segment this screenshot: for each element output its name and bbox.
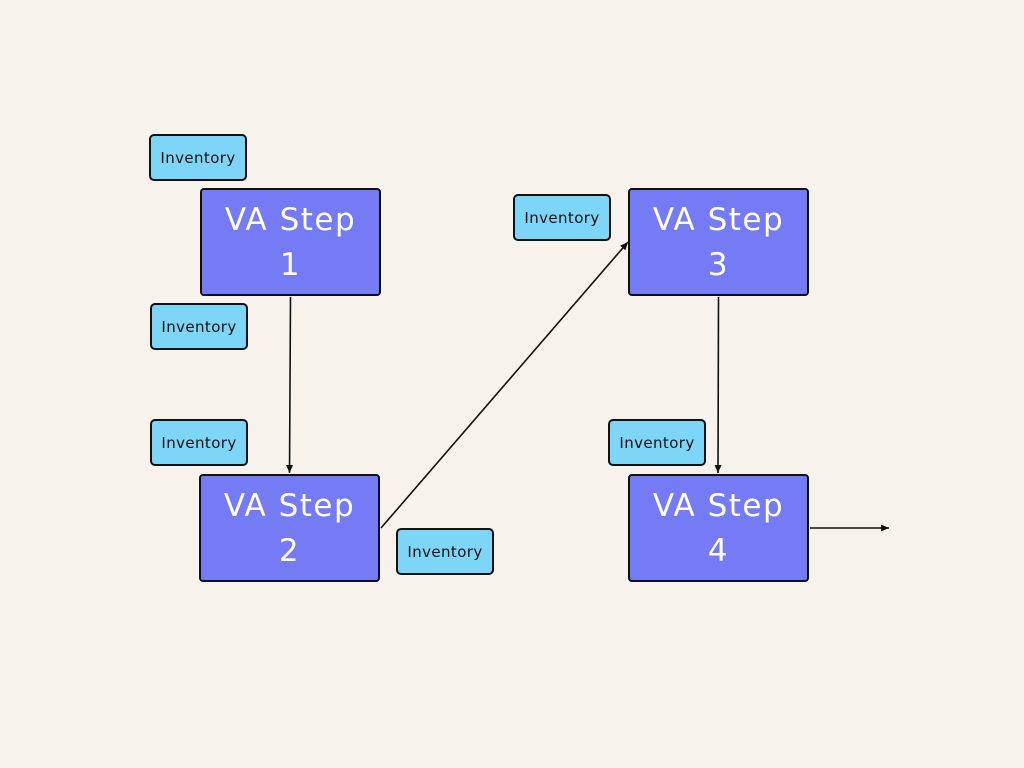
va-step-1-number: 1 — [279, 247, 302, 283]
va-step-1-title: VA Step — [224, 202, 357, 238]
va-step-4-number: 4 — [707, 533, 730, 569]
va-step-2: VA Step 2 — [199, 474, 380, 582]
va-step-3-title: VA Step — [652, 202, 785, 238]
inventory-before-step-3: Inventory — [513, 194, 611, 241]
arrow-step3-to-step4 — [714, 296, 722, 474]
inventory-after-step-1: Inventory — [150, 303, 248, 350]
va-step-4: VA Step 4 — [628, 474, 809, 582]
va-step-3: VA Step 3 — [628, 188, 809, 296]
inventory-before-step-2: Inventory — [150, 419, 248, 466]
arrow-step2-to-step3 — [380, 241, 629, 529]
va-step-1: VA Step 1 — [200, 188, 381, 296]
arrow-step1-to-step2 — [286, 296, 294, 474]
inventory-after-step-2: Inventory — [396, 528, 494, 575]
va-step-3-number: 3 — [707, 247, 730, 283]
va-step-2-number: 2 — [278, 533, 301, 569]
va-step-4-title: VA Step — [652, 488, 785, 524]
inventory-before-step-4: Inventory — [608, 419, 706, 466]
inventory-before-step-1: Inventory — [149, 134, 247, 181]
va-step-2-title: VA Step — [223, 488, 356, 524]
